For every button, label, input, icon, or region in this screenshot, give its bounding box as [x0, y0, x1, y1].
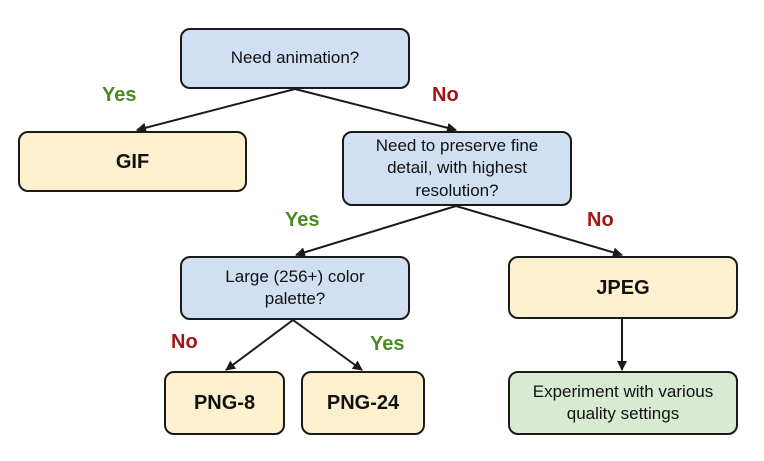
arrow-detail-to-palette [295, 205, 457, 258]
label-detail-no: No [587, 209, 614, 231]
label-palette-no: No [171, 331, 198, 353]
result-jpeg: JPEG [508, 256, 738, 319]
label-palette-yes: Yes [370, 333, 405, 355]
label-animation-no: No [432, 84, 459, 106]
result-png-8: PNG-8 [164, 371, 285, 435]
result-png-24: PNG-24 [301, 371, 425, 435]
result-gif: GIF [18, 131, 247, 192]
arrow-detail-to-jpeg [455, 205, 623, 258]
advice-quality-settings: Experiment with various quality settings [508, 371, 738, 435]
arrow-animation-to-detail [294, 88, 457, 133]
decision-large-palette: Large (256+) color palette? [180, 256, 410, 320]
arrow-palette-to-png8 [225, 319, 294, 371]
arrow-palette-to-png24 [292, 319, 363, 371]
decision-need-animation: Need animation? [180, 28, 410, 89]
arrow-animation-to-gif [136, 88, 296, 133]
decision-fine-detail: Need to preserve fine detail, with highe… [342, 131, 572, 206]
label-detail-yes: Yes [285, 209, 320, 231]
label-animation-yes: Yes [102, 84, 137, 106]
